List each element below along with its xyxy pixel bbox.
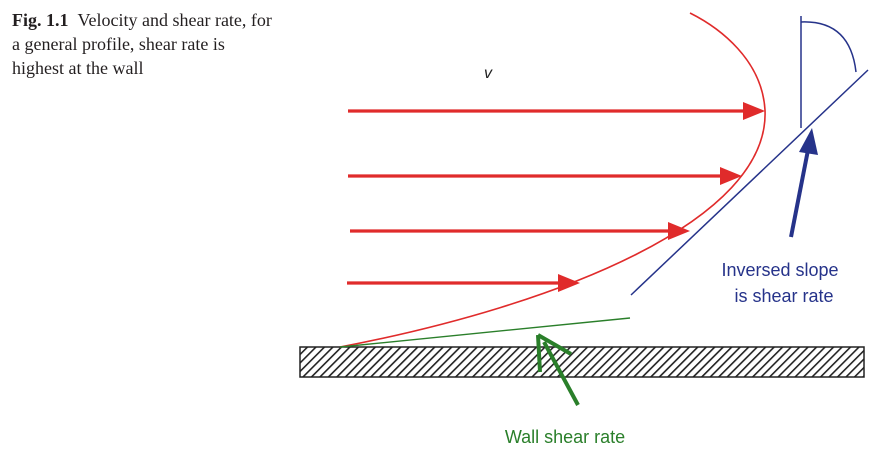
slope-label-line1: Inversed slope: [721, 260, 838, 280]
figure-caption-text: Velocity and shear rate, for a general p…: [12, 10, 272, 78]
slope-arrow: [789, 128, 818, 238]
velocity-symbol: v: [484, 65, 493, 82]
velocity-arrow: [350, 222, 690, 240]
wall-shear-label: Wall shear rate: [505, 427, 625, 447]
slope-angle-arc: [800, 21, 857, 73]
wall-shear-tangent: [339, 317, 631, 348]
wall: [299, 346, 865, 378]
slope-label-line2: is shear rate: [734, 286, 833, 306]
tangent-line: [630, 69, 869, 296]
velocity-profile-curve: [339, 12, 766, 348]
figure-caption: Fig. 1.1 Velocity and shear rate, for a …: [12, 8, 272, 80]
wall-shear-arrow: [536, 333, 580, 406]
velocity-arrow: [347, 274, 580, 292]
velocity-arrow: [348, 167, 742, 185]
velocity-arrow: [348, 102, 765, 120]
figure-number: Fig. 1.1: [12, 10, 69, 30]
